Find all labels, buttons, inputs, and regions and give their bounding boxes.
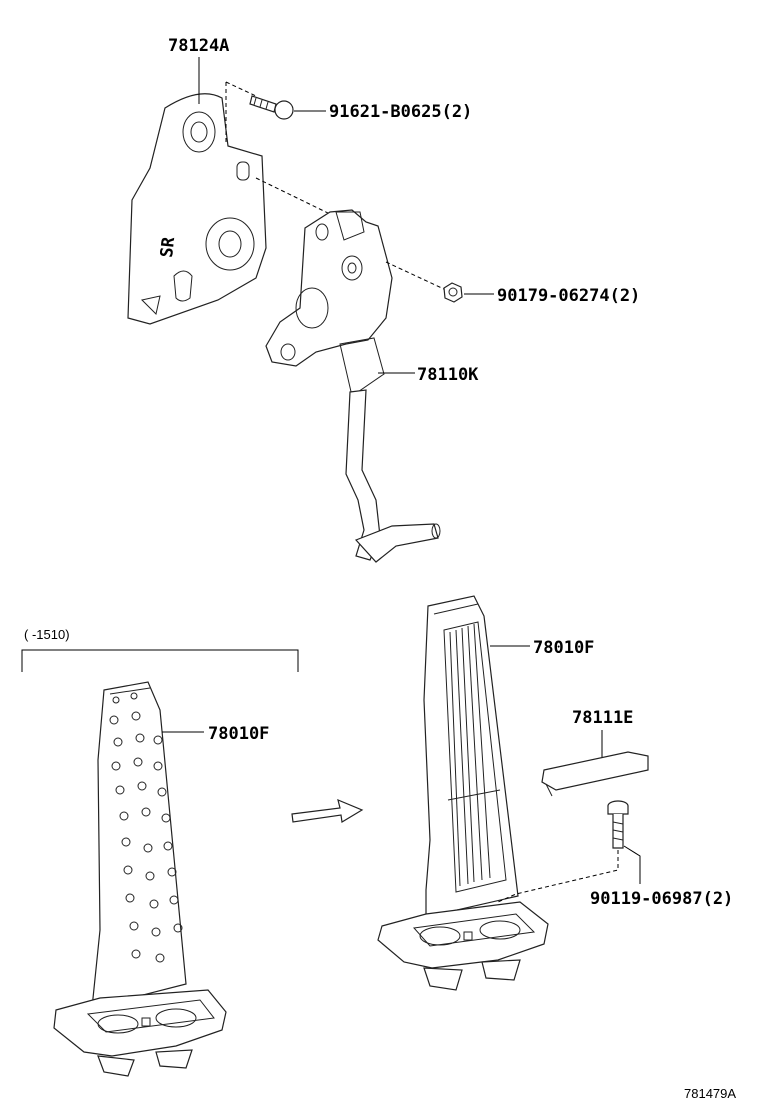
pedal-pad-perforated <box>91 681 187 1009</box>
dash-bolt-bottom <box>497 850 619 903</box>
bolt-91621-icon <box>249 95 294 120</box>
label-78111e: 78111E <box>572 708 633 728</box>
bracket-78124a: SR <box>127 93 267 325</box>
nut-90179-icon <box>443 282 463 303</box>
bolt-90119-icon <box>607 800 629 849</box>
bracket-marking: SR <box>157 235 179 258</box>
dash-bracket-sensor <box>255 177 331 215</box>
dash-bolt-top <box>225 81 257 144</box>
label-91621-b0625: 91621-B0625(2) <box>329 102 472 122</box>
range-bracket <box>21 649 299 672</box>
pedal-base-left <box>53 989 227 1077</box>
label-78010f-right: 78010F <box>533 638 594 658</box>
label-78124a: 78124A <box>168 36 229 56</box>
illustration-id: 781479A <box>684 1086 736 1101</box>
label-90119-06987: 90119-06987(2) <box>590 889 733 909</box>
label-78010f-left: 78010F <box>208 724 269 744</box>
pedal-base-right <box>377 901 549 991</box>
arrow-right-icon <box>291 798 364 823</box>
label-90179-06274: 90179-06274(2) <box>497 286 640 306</box>
label-78110k: 78110K <box>417 365 479 385</box>
range-note: ( -1510) <box>24 627 70 642</box>
dash-nut <box>385 261 447 291</box>
cover-78111e-icon <box>541 751 649 797</box>
leader-90119 <box>623 845 641 884</box>
pedal-arm-assembly <box>265 209 441 563</box>
pedal-pad-ribbed <box>423 595 519 928</box>
